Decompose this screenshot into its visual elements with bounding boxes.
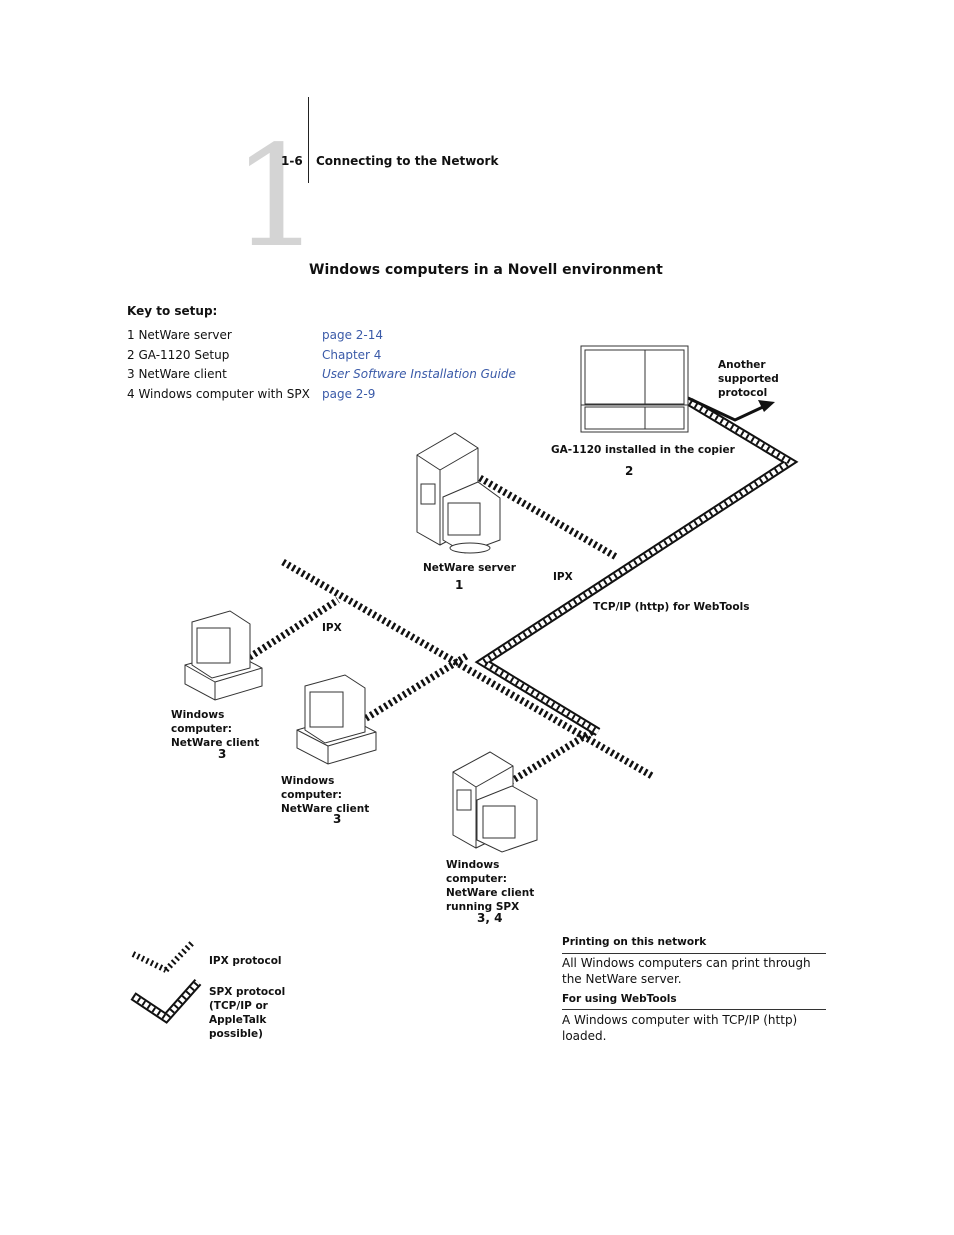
webtools-text: A Windows computer with TCP/IP (http) lo… [562,1013,798,1043]
printing-text: All Windows computers can print through … [562,956,811,986]
ipx-label-left: IPX [322,622,342,634]
key-item-1: 1 NetWare server [127,328,232,342]
chapter-number: 1 [232,116,322,279]
legend-ipx-icon [131,939,196,973]
copier-icon [580,345,689,433]
copier-number: 2 [625,464,634,478]
another-protocol-label: Another supported protocol [718,359,779,399]
webtools-heading: For using WebTools [562,993,677,1005]
client3-icon [452,751,538,853]
server-icon [416,432,501,554]
legend-spx-label: SPX protocol (TCP/IP or AppleTalk possib… [209,986,286,1040]
ipx-label-upper: IPX [553,571,573,583]
copier-label: GA-1120 installed in the copier [551,444,735,456]
client3-label: Windows computer: NetWare client running… [446,859,535,913]
key-link-2[interactable]: Chapter 4 [322,348,382,362]
client3-number: 3, 4 [477,911,503,925]
server-number: 1 [455,578,464,592]
key-link-1[interactable]: page 2-14 [322,328,384,342]
client1-label: Windows computer: NetWare client [171,709,260,749]
printing-rule [562,953,826,954]
legend-spx-icon [130,979,202,1024]
spx-cable [474,398,799,736]
key-title: Key to setup: [127,304,218,318]
ipx-cable [243,474,654,785]
legend-ipx-label: IPX protocol [209,955,282,967]
client2-icon [296,674,377,765]
key-item-3: 3 NetWare client [127,367,227,381]
section-title: Windows computers in a Novell environmen… [309,262,663,278]
client2-label: Windows computer: NetWare client [281,775,370,815]
client1-icon [184,610,263,701]
key-link-4[interactable]: page 2-9 [322,387,376,401]
tcpip-label: TCP/IP (http) for WebTools [593,601,750,613]
another-protocol-arrow [687,396,775,422]
server-label: NetWare server [423,562,516,574]
webtools-rule [562,1009,826,1010]
key-item-2: 2 GA-1120 Setup [127,348,230,362]
page-number: 1-6 [281,154,303,168]
client2-number: 3 [333,812,342,826]
printing-heading: Printing on this network [562,936,707,948]
key-link-3[interactable]: User Software Installation Guide [322,367,516,381]
chapter-title: Connecting to the Network [316,154,499,168]
key-item-4: 4 Windows computer with SPX [127,387,310,401]
client1-number: 3 [218,747,227,761]
header-divider [308,97,309,183]
